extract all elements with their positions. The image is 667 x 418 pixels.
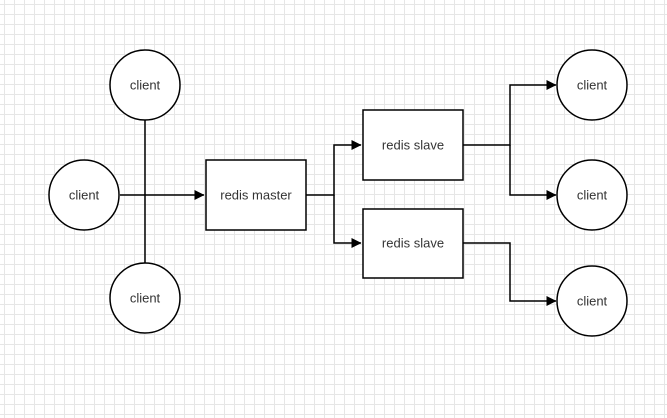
- client-right-2-label: client: [577, 188, 608, 203]
- redis-slave-bottom-label: redis slave: [382, 236, 444, 251]
- arrow-slave-bottom-to-client-r3: [463, 242, 557, 306]
- client-node-left: client: [48, 159, 120, 231]
- arrow-master-to-slave-bottom: [333, 195, 362, 248]
- client-node-top: client: [109, 49, 181, 121]
- arrow-slave-top-to-client-r1: [463, 80, 557, 146]
- client-top-label: client: [130, 78, 161, 93]
- client-right-3-label: client: [577, 294, 608, 309]
- redis-slave-node-top: redis slave: [362, 109, 464, 181]
- redis-slave-top-label: redis slave: [382, 138, 444, 153]
- arrow-slave-top-to-client-r2: [509, 145, 557, 200]
- client-right-1-label: client: [577, 78, 608, 93]
- client-node-right-2: client: [556, 159, 628, 231]
- client-node-right-1: client: [556, 49, 628, 121]
- client-left-label: client: [69, 188, 100, 203]
- redis-slave-node-bottom: redis slave: [362, 208, 464, 279]
- redis-master-node: redis master: [205, 159, 307, 231]
- client-node-bottom: client: [109, 262, 181, 334]
- client-bottom-label: client: [130, 291, 161, 306]
- redis-master-label: redis master: [220, 188, 292, 203]
- client-node-right-3: client: [556, 265, 628, 337]
- arrow-master-to-slave-top: [306, 140, 362, 196]
